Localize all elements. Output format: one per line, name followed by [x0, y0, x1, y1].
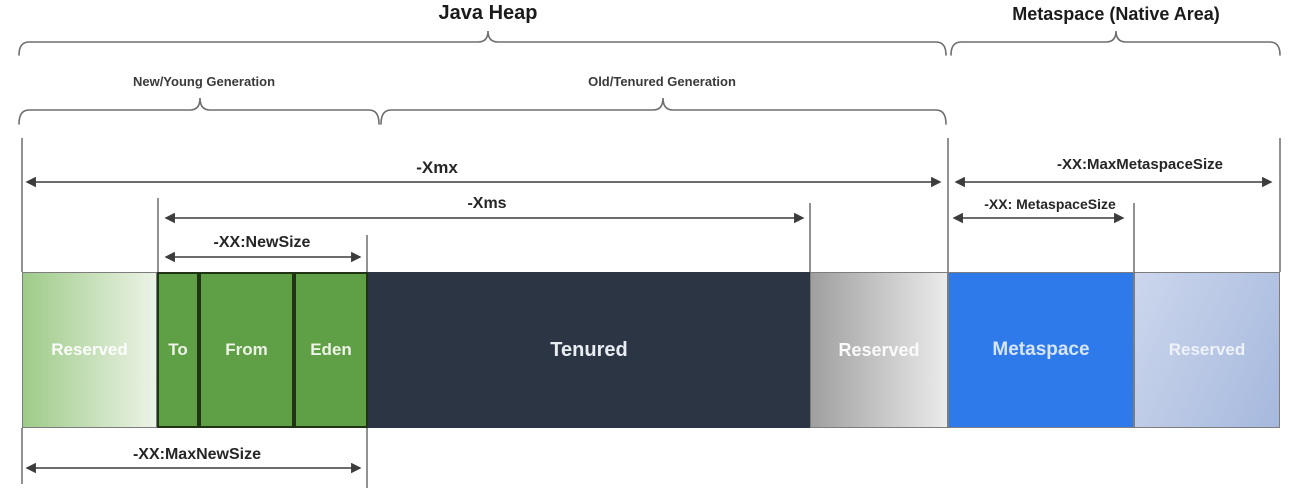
reserved-heap-block: Reserved — [810, 272, 948, 428]
reserved-young-block: Reserved — [22, 272, 157, 428]
old-generation-brace — [380, 97, 947, 125]
young-generation-brace — [18, 97, 380, 125]
eden-block: Eden — [294, 272, 368, 428]
xms-label: -Xms — [467, 195, 507, 212]
java-heap-title: Java Heap — [438, 2, 538, 24]
from-survivor-block: From — [199, 272, 294, 428]
max-new-size-label: -XX:MaxNewSize — [132, 446, 262, 463]
young-generation-label: New/Young Generation — [132, 74, 276, 89]
to-survivor-block: To — [157, 272, 199, 428]
java-heap-brace — [18, 30, 947, 56]
metaspace-size-label: -XX: MetaspaceSize — [984, 196, 1116, 212]
max-metaspace-size-label: -XX:MaxMetaspaceSize — [1057, 156, 1223, 173]
tenured-block: Tenured — [368, 272, 810, 428]
xmx-label: -Xmx — [416, 158, 458, 177]
reserved-metaspace-block: Reserved — [1134, 272, 1280, 428]
metaspace-block: Metaspace — [948, 272, 1134, 428]
new-size-label: -XX:NewSize — [213, 234, 311, 251]
old-generation-label: Old/Tenured Generation — [588, 74, 736, 89]
metaspace-brace — [950, 30, 1281, 56]
metaspace-title: Metaspace (Native Area) — [1012, 4, 1220, 24]
